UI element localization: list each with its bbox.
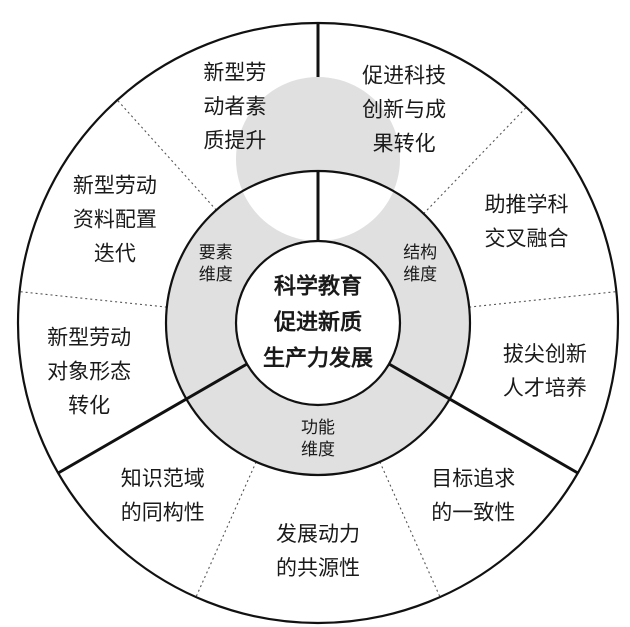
dimension-label-element: 维度 (199, 265, 233, 285)
segment-label-labor-object: 对象形态 (47, 360, 131, 384)
segment-label-interdisciplinary: 交叉融合 (485, 226, 569, 250)
ring-divider (388, 362, 451, 401)
segment-label-tech-innovation: 创新与成 (362, 98, 446, 122)
center-title-line: 促进新质 (273, 310, 362, 336)
dimension-label-structure: 结构 (403, 243, 437, 263)
segment-label-common-source: 的共源性 (276, 556, 360, 580)
segment-label-tech-innovation: 促进科技 (362, 64, 446, 88)
segment-label-goal-consistency: 的一致性 (431, 500, 515, 524)
segment-label-labor-object: 转化 (68, 394, 110, 418)
segment-label-labor-quality: 质提升 (203, 128, 266, 152)
segment-label-isomorphism: 的同构性 (121, 500, 205, 524)
segment-label-labor-material: 新型劳动 (73, 173, 157, 197)
inner-circle (234, 239, 402, 407)
dimension-label-structure: 维度 (403, 265, 437, 285)
dimension-label-function: 功能 (301, 418, 335, 438)
segment-label-labor-object: 新型劳动 (47, 326, 131, 350)
segment-label-top-talent: 人才培养 (503, 376, 587, 400)
segment-label-top-talent: 拔尖创新 (503, 342, 587, 366)
segment-label-common-source: 发展动力 (276, 522, 360, 546)
segment-label-isomorphism: 知识范域 (121, 466, 205, 490)
dimension-label-element: 要素 (199, 243, 233, 263)
segment-label-labor-quality: 动者素 (203, 94, 266, 118)
segment-label-interdisciplinary: 助推学科 (485, 192, 569, 216)
segment-label-tech-innovation: 果转化 (373, 132, 436, 156)
segment-label-labor-material: 迭代 (94, 241, 136, 265)
center-title-line: 科学教育 (274, 274, 362, 300)
segment-label-goal-consistency: 目标追求 (431, 466, 515, 490)
outer-segment-labels: 促进科技创新与成果转化助推学科交叉融合拔尖创新人才培养目标追求的一致性发展动力的… (47, 60, 587, 580)
segment-label-labor-quality: 新型劳 (203, 60, 266, 84)
center-circle (234, 239, 402, 407)
segment-label-labor-material: 资料配置 (73, 207, 157, 231)
dimension-label-function: 维度 (301, 440, 335, 460)
ring-divider (185, 362, 248, 401)
center-title-line: 生产力发展 (263, 346, 373, 372)
